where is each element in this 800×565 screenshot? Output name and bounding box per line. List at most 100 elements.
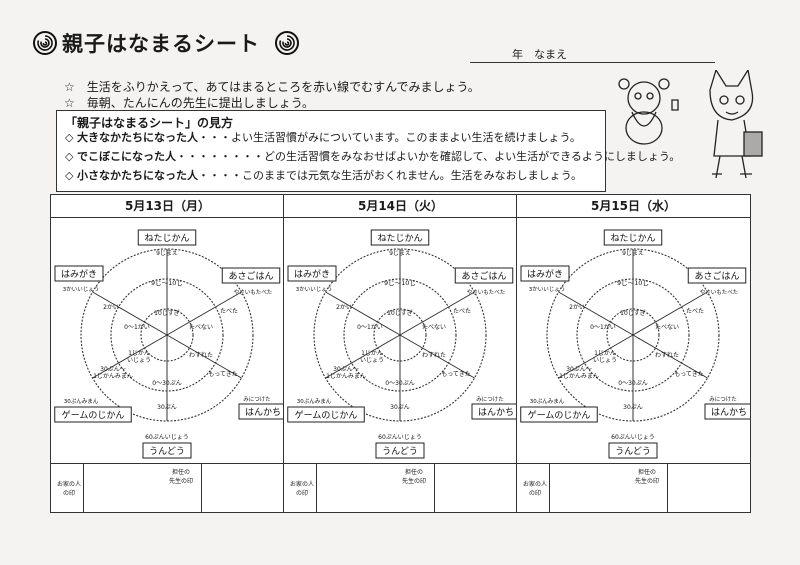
parent-stamp-label: お家の人の印 (290, 481, 315, 497)
axis-label-brushing: はみがき (294, 268, 330, 280)
axis-label-breakfast-box (454, 267, 514, 284)
instruction-line: ☆ 毎朝、たんにんの先生に提出しましょう。 (64, 96, 315, 110)
axis-label-bedtime: ねたじかん (377, 233, 422, 244)
guide-lead: でこぼこになった人 (76, 150, 176, 163)
axis-label-handkerchief: はんかち (245, 407, 281, 418)
level-breakfast-middle: たべた (686, 308, 704, 315)
level-game-inner: 1じかんいじょう (127, 350, 151, 364)
level-brushing-outer: 3かいいじょう (63, 286, 100, 293)
radar-ring (140, 308, 194, 362)
level-handkerchief-outer: みにつけた (243, 396, 271, 403)
stamp-area: お家の人の印 担任の先生の印 (517, 463, 750, 512)
axis-label-game-box (520, 406, 598, 423)
guide-box: 「親子はなまるシート」の見方 ◇ 大きなかたちになった人・・・よい生活習慣がみに… (56, 110, 680, 192)
level-game-middle: 30ぷん〜1じかんみまん (559, 366, 599, 380)
axis-label-brushing-box (520, 265, 570, 282)
axis-label-breakfast-box (687, 267, 747, 284)
level-handkerchief-middle: もってきた (441, 371, 471, 378)
radar-spoke (166, 334, 242, 379)
axis-label-exercise-box (142, 442, 192, 459)
axis-label-game-box (54, 406, 132, 423)
level-handkerchief-inner: わすれた (655, 352, 679, 359)
day-date: 5月14日（火） (284, 195, 517, 218)
level-game-inner: 1じかんいじょう (360, 350, 384, 364)
level-handkerchief-outer: みにつけた (709, 396, 737, 403)
axis-label-breakfast-box (221, 267, 281, 284)
teacher-stamp-label: 担任の先生の印 (402, 469, 427, 485)
level-bedtime-middle: 9じ〜10じ (384, 279, 416, 287)
axis-label-bedtime-box (603, 229, 663, 246)
radar-spoke (166, 291, 242, 336)
radar-spoke (399, 334, 475, 379)
teacher-stamp-box[interactable] (201, 464, 284, 512)
axis-label-handkerchief-box (238, 403, 284, 420)
axis-label-bedtime: ねたじかん (144, 233, 189, 244)
teacher-stamp-box[interactable] (434, 464, 517, 512)
guide-line: ◇ 大きなかたちになった人・・・よい生活習慣がみについています。このままよい生活… (65, 129, 581, 145)
day-date: 5月13日（月） (51, 195, 284, 218)
parent-stamp-box[interactable] (83, 464, 164, 512)
parent-stamp-label: お家の人の印 (57, 481, 82, 497)
level-handkerchief-outer: みにつけた (476, 396, 504, 403)
level-exercise-middle: 30ぷん (157, 404, 177, 411)
level-breakfast-inner: たべない (189, 324, 213, 331)
level-game-middle: 30ぷん〜1じかんみまん (93, 366, 133, 380)
diamond-icon: ◇ (65, 150, 74, 163)
level-breakfast-outer: やさいもたべた (467, 288, 506, 296)
mascot-illustration (618, 70, 763, 179)
instruction-line: ☆ 生活をふりかえって、あてはまるところを赤い線でむすんでみましょう。 (64, 80, 480, 94)
level-exercise-outer: 60ぷんいじょう (611, 434, 655, 441)
level-bedtime-outer: 9じまえ (156, 250, 178, 257)
axis-label-exercise: うんどう (615, 446, 651, 457)
level-exercise-middle: 30ぷん (390, 404, 410, 411)
radar-spoke (632, 334, 708, 379)
parent-stamp-box[interactable] (316, 464, 397, 512)
level-brushing-middle: 2かい (569, 304, 585, 311)
radar-spoke (325, 334, 401, 379)
stamp-area: お家の人の印 担任の先生の印 (284, 463, 517, 512)
level-exercise-inner: 0〜30ぷん (618, 380, 647, 387)
radar-ring (606, 308, 660, 362)
guide-text: ・・・・このままでは元気な生活がおくれません。生活をみなおしましょう。 (197, 169, 582, 182)
axis-label-game: ゲームのじかん (528, 409, 591, 421)
diamond-icon: ◇ (65, 131, 74, 144)
teacher-stamp-box[interactable] (667, 464, 750, 512)
axis-label-breakfast: あさごはん (694, 270, 739, 282)
axis-label-brushing: はみがき (61, 268, 97, 280)
level-brushing-middle: 2かい (103, 304, 119, 311)
teacher-stamp-label: 担任の先生の印 (169, 469, 194, 485)
level-exercise-inner: 0〜30ぷん (152, 380, 181, 387)
parent-stamp-box[interactable] (549, 464, 630, 512)
level-brushing-middle: 2かい (336, 304, 352, 311)
level-handkerchief-middle: もってきた (674, 371, 704, 378)
level-handkerchief-inner: わすれた (422, 352, 446, 359)
radar-spoke (92, 291, 168, 336)
level-breakfast-inner: たべない (655, 324, 679, 331)
name-field[interactable]: 年 なまえ (470, 44, 715, 63)
level-handkerchief-inner: わすれた (189, 352, 213, 359)
axis-label-exercise: うんどう (149, 446, 185, 457)
teacher-stamp-label: 担任の先生の印 (635, 469, 660, 485)
level-breakfast-outer: やさいもたべた (234, 288, 273, 296)
level-game-outer: 30ぷんみまん (297, 398, 332, 405)
axis-label-breakfast: あさごはん (228, 270, 273, 282)
level-bedtime-inner: 10じすぎ (154, 309, 180, 317)
axis-label-breakfast: あさごはん (461, 270, 506, 282)
axis-label-exercise-box (608, 442, 658, 459)
parent-stamp-label: お家の人の印 (523, 481, 548, 497)
level-exercise-middle: 30ぷん (623, 404, 643, 411)
radar-chart: ねたじかん9じまえ9じ〜10じ10じすぎあさごはんやさいもたべたたべたたべないみ… (54, 229, 284, 459)
guide-lead: 小さなかたちになった人 (76, 169, 198, 182)
axis-label-bedtime-box (137, 229, 197, 246)
level-bedtime-outer: 9じまえ (622, 250, 644, 257)
level-brushing-inner: 0〜1かい (124, 324, 150, 331)
axis-label-game: ゲームのじかん (295, 409, 358, 421)
rose-icon (33, 31, 57, 55)
axis-label-brushing-box (54, 265, 104, 282)
level-brushing-inner: 0〜1かい (590, 324, 616, 331)
radar-spoke (632, 291, 708, 336)
radar-spoke (558, 334, 634, 379)
level-game-outer: 30ぷんみまん (530, 398, 565, 405)
level-breakfast-middle: たべた (220, 308, 238, 315)
